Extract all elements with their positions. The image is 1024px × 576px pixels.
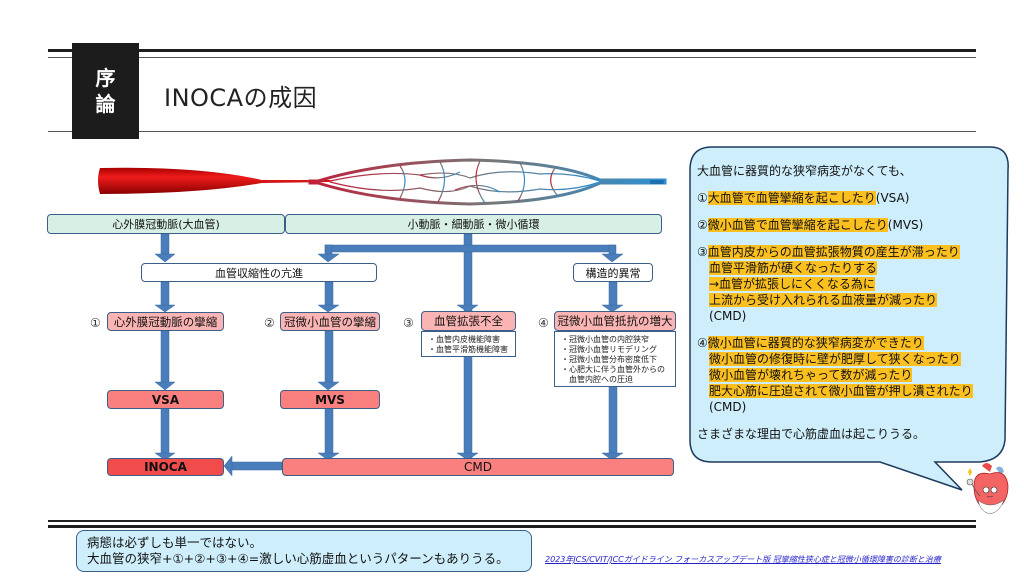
bubble-item-1: ①大血管で血管攣縮を起こしたり(VSA) bbox=[697, 190, 987, 206]
bubble-item-3-num: ③ bbox=[697, 245, 708, 259]
summary-note-line-1: 病態は必ずしも単一ではない。 bbox=[87, 535, 263, 550]
bubble-item-4: ④微小血管に器質的な狭窄病変ができたり 微小血管の修復時に壁が肥厚して狭くなった… bbox=[697, 335, 987, 415]
outcome-cmd-label: CMD bbox=[464, 460, 492, 474]
bubble-item-2-num: ② bbox=[697, 218, 708, 232]
node-vasoconstriction-label: 血管収縮性の亢進 bbox=[215, 266, 303, 280]
footer-rule-thin bbox=[48, 520, 976, 522]
mechanism-4-label: 冠微小血管抵抗の増大 bbox=[557, 314, 673, 328]
bubble-item-3-line: 血管平滑筋が硬くなったりする bbox=[709, 261, 878, 275]
bubble-item-3-line: →血管が拡張しにくくなる為に bbox=[709, 277, 875, 291]
section-tag-char-2: 論 bbox=[95, 92, 116, 116]
mechanism-number-3: ③ bbox=[403, 316, 414, 330]
header-rule-bottom bbox=[48, 131, 976, 132]
bubble-item-2-highlight: 微小血管で血管攣縮を起こしたり bbox=[707, 218, 888, 232]
mechanism-2-label: 冠微小血管の攣縮 bbox=[284, 314, 376, 329]
guideline-reference-link[interactable]: 2023年JCS/CVIT/JCCガイドライン フォーカスアップデート版 冠攣縮… bbox=[545, 555, 941, 564]
mechanism-1-label: 心外膜冠動脈の攣縮 bbox=[113, 314, 218, 329]
node-structural-abnormality: 構造的異常 bbox=[573, 263, 653, 282]
bubble-item-3-suffix: (CMD) bbox=[709, 309, 747, 323]
outcome-mvs-label: MVS bbox=[315, 392, 345, 407]
mechanism-number-1: ① bbox=[90, 316, 101, 330]
mechanism-3-details: ・血管内皮機能障害 ・血管平滑筋機能障害 bbox=[421, 331, 516, 357]
node-vasoconstriction: 血管収縮性の亢進 bbox=[141, 263, 377, 282]
mechanism-1: 心外膜冠動脈の攣縮 bbox=[107, 312, 224, 331]
bubble-item-2-suffix: (MVS) bbox=[887, 218, 924, 232]
mechanism-2: 冠微小血管の攣縮 bbox=[280, 312, 380, 331]
detail-item: ・冠微小血管リモデリング bbox=[561, 345, 657, 354]
detail-item: ・血管平滑筋機能障害 bbox=[428, 345, 508, 354]
section-tag: 序 論 bbox=[72, 43, 139, 139]
speech-bubble-text: 大血管に器質的な狭窄病変がなくても、 ①大血管で血管攣縮を起こしたり(VSA) … bbox=[697, 163, 987, 442]
detail-item: ・心肥大に伴う血管外からの bbox=[561, 365, 665, 374]
capillary-envelope bbox=[308, 158, 667, 206]
section-tag-char-1: 序 bbox=[95, 66, 116, 90]
bubble-item-4-line: 肥大心筋に圧迫されて微小血管が押し潰されたり bbox=[709, 384, 973, 398]
bubble-item-4-suffix: (CMD) bbox=[709, 400, 747, 414]
header-rule-thick bbox=[48, 49, 976, 52]
page-title: INOCAの成因 bbox=[164, 84, 318, 112]
node-structural-label: 構造的異常 bbox=[585, 266, 641, 280]
outcome-inoca: INOCA bbox=[107, 458, 224, 476]
category-micro-label: 小動脈・細動脈・微小循環 bbox=[407, 218, 540, 231]
outcome-inoca-label: INOCA bbox=[144, 460, 187, 474]
outcome-cmd: CMD bbox=[282, 458, 674, 476]
bubble-item-4-num: ④ bbox=[697, 336, 708, 350]
bubble-item-4-line: 微小血管に器質的な狭窄病変ができたり bbox=[707, 336, 924, 350]
outcome-vsa-label: VSA bbox=[151, 392, 180, 407]
bubble-item-1-num: ① bbox=[697, 191, 708, 205]
blood-vessel-illustration bbox=[98, 158, 667, 206]
mechanism-number-4: ④ bbox=[538, 316, 549, 330]
bubble-item-4-line: 微小血管の修復時に壁が肥厚して狭くなったり bbox=[709, 352, 961, 366]
detail-item: ・冠微小血管の内腔狭窄 bbox=[561, 335, 649, 344]
bubble-conclusion: さまざまな理由で心筋虚血は起こりうる。 bbox=[697, 427, 926, 441]
header-rule-thin bbox=[48, 57, 976, 58]
mechanism-3: 血管拡張不全 bbox=[421, 311, 516, 331]
capillary-network bbox=[329, 160, 601, 204]
heart-doctor-mascot-icon bbox=[966, 463, 1009, 515]
outcome-vsa: VSA bbox=[107, 390, 224, 409]
artery-shape bbox=[98, 167, 330, 194]
bubble-item-4-line: 微小血管が壊れちゃって数が減ったり bbox=[709, 368, 913, 382]
summary-note: 病態は必ずしも単一ではない。 大血管の狭窄+①+②+③+④=激しい心筋虚血という… bbox=[76, 530, 532, 572]
bubble-item-1-suffix: (VSA) bbox=[875, 191, 910, 205]
bubble-intro: 大血管に器質的な狭窄病変がなくても、 bbox=[697, 164, 912, 178]
mechanism-number-2: ② bbox=[264, 316, 275, 330]
detail-item: ・血管内皮機能障害 bbox=[428, 335, 500, 344]
bubble-item-3-line: 血管内皮からの血管拡張物質の産生が滞ったり bbox=[707, 245, 960, 259]
category-large-vessel-label: 心外膜冠動脈(大血管) bbox=[112, 218, 220, 231]
category-microcirculation: 小動脈・細動脈・微小循環 bbox=[285, 214, 662, 234]
footer-rule-thick bbox=[48, 525, 976, 528]
bubble-item-3-line: 上流から受け入れられる血液量が減ったり bbox=[709, 293, 938, 307]
bubble-item-2: ②微小血管で血管攣縮を起こしたり(MVS) bbox=[697, 217, 987, 233]
vein-end bbox=[650, 180, 664, 184]
bubble-item-3: ③血管内皮からの血管拡張物質の産生が滞ったり 血管平滑筋が硬くなったりする →血… bbox=[697, 244, 987, 324]
summary-note-line-2: 大血管の狭窄+①+②+③+④=激しい心筋虚血というパターンもありうる。 bbox=[87, 551, 509, 566]
bubble-item-1-highlight: 大血管で血管攣縮を起こしたり bbox=[707, 191, 876, 205]
mechanism-3-label: 血管拡張不全 bbox=[434, 314, 503, 328]
outcome-mvs: MVS bbox=[280, 390, 380, 409]
speech-bubble-shape bbox=[689, 146, 1009, 491]
detail-item: 血管内腔への圧迫 bbox=[561, 375, 633, 384]
category-large-vessel: 心外膜冠動脈(大血管) bbox=[47, 214, 285, 234]
mechanism-4-details: ・冠微小血管の内腔狭窄 ・冠微小血管リモデリング ・冠微小血管分布密度低下 ・心… bbox=[554, 331, 676, 387]
mechanism-4: 冠微小血管抵抗の増大 bbox=[554, 311, 676, 331]
detail-item: ・冠微小血管分布密度低下 bbox=[561, 355, 657, 364]
